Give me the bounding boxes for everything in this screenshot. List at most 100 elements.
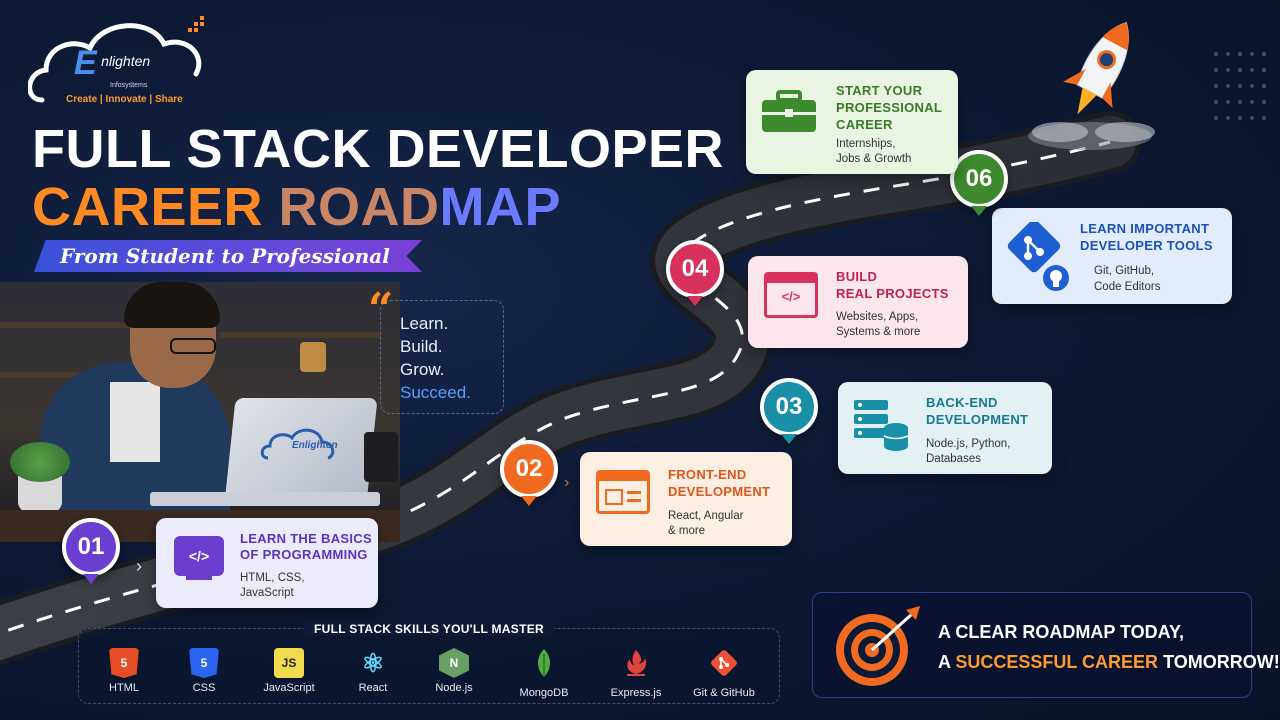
quote-line-4: Succeed. [400, 383, 471, 402]
step-06-desc-l2: Jobs & Growth [836, 153, 912, 165]
express-flame-icon [627, 650, 647, 676]
step-06-marker: 06 [950, 150, 1008, 208]
step-01-marker: 01 [62, 518, 120, 576]
html5-icon: 5 [109, 648, 139, 678]
step-05-desc-l1: Git, GitHub, [1094, 265, 1155, 277]
dots-icon [188, 16, 204, 32]
step-02-title-l1: FRONT-END [668, 467, 747, 482]
motto-line-2-a: A [938, 652, 951, 672]
step-01-desc-l1: HTML, CSS, [240, 572, 305, 584]
step-01-desc-l2: JavaScript [240, 587, 294, 599]
skill-css: 5 CSS [159, 648, 249, 694]
step-01-card: </> LEARN THE BASICS OF PROGRAMMING HTML… [156, 518, 378, 608]
cloud-icon [28, 23, 202, 103]
subtitle-ribbon [34, 240, 422, 272]
logo-brand-initial: E [74, 44, 97, 82]
skill-react-label: React [358, 682, 388, 694]
step-02-marker: 02 [500, 440, 558, 498]
company-logo [28, 14, 218, 110]
student-photo: Enlighten [0, 282, 400, 542]
motto-line-2-b: TOMORROW! [1163, 652, 1280, 672]
step-01-marker-tail [83, 574, 99, 584]
step-03-title-l1: BACK-END [926, 395, 998, 410]
laptop-cloud-logo-icon [260, 428, 335, 460]
skill-nodejs: N Node.js [409, 648, 499, 694]
step-06-title-l3: CAREER [836, 117, 893, 132]
skill-html-label: HTML [109, 682, 139, 694]
quote-line-3: Grow. [400, 360, 445, 379]
step-03-marker: 03 [760, 378, 818, 436]
step-06-desc-l1: Internships, [836, 138, 896, 150]
page-title-line1: FULL STACK DEVELOPER [32, 119, 725, 179]
motto-line-1: A CLEAR ROADMAP TODAY, [938, 622, 1185, 642]
target-icon [836, 606, 920, 686]
skill-javascript-label: JavaScript [263, 682, 315, 694]
quote-line-2: Build. [400, 337, 443, 356]
logo-tagline: Create | Innovate | Share [66, 94, 183, 105]
step-06-title-l2: PROFESSIONAL [836, 100, 943, 115]
git-icon [1007, 222, 1069, 291]
step-02-title-l2: DEVELOPMENT [668, 484, 771, 499]
step-02-marker-tail [521, 496, 537, 506]
quote-line-1: Learn. [400, 314, 449, 333]
skill-mongodb: MongoDB [499, 648, 589, 699]
step-06-card: START YOUR PROFESSIONAL CAREER Internshi… [746, 70, 958, 174]
react-icon: ⚛ [361, 647, 385, 678]
git-logo-icon [711, 650, 737, 676]
motto-highlight: SUCCESSFUL CAREER [955, 652, 1159, 672]
step-03-card: BACK-END DEVELOPMENT Node.js, Python, Da… [838, 382, 1052, 474]
skill-express-label: Express.js [610, 687, 662, 699]
step-04-marker: 04 [666, 240, 724, 298]
step-03-desc-l2: Databases [926, 453, 981, 465]
browser-window-icon [596, 470, 650, 514]
step-02-card: FRONT-END DEVELOPMENT React, Angular & m… [580, 452, 792, 546]
skill-git-label: Git & GitHub [693, 687, 755, 699]
skill-javascript: JS JavaScript [244, 648, 334, 694]
step-04-marker-tail [687, 296, 703, 306]
step-02-desc-l1: React, Angular [668, 510, 744, 522]
rocket-icon [1063, 21, 1129, 115]
step-03-title-l2: DEVELOPMENT [926, 412, 1029, 427]
quote-box [380, 300, 504, 414]
nodejs-icon: N [439, 648, 469, 678]
title-word-road: ROAD [278, 177, 440, 237]
javascript-icon: JS [274, 648, 304, 678]
step-05-card: LEARN IMPORTANT DEVELOPER TOOLS Git, Git… [992, 208, 1232, 304]
step-06-marker-tail [971, 206, 987, 216]
skills-title-wrap: FULL STACK SKILLS YOU'LL MASTER [78, 620, 780, 638]
dots-pattern-icon [1214, 52, 1266, 120]
skills-title: FULL STACK SKILLS YOU'LL MASTER [304, 622, 554, 636]
subtitle-text: From Student to Professional [60, 244, 390, 268]
step-01-arrow-icon: › [136, 556, 142, 576]
step-04-card: </> BUILD REAL PROJECTS Websites, Apps, … [748, 256, 968, 348]
quote-mark-icon: “ [368, 284, 394, 335]
logo-brand: E nlighten [74, 44, 150, 83]
skill-nodejs-label: Node.js [435, 682, 473, 694]
step-03-marker-tail [781, 434, 797, 444]
step-05-title-l1: LEARN IMPORTANT [1080, 221, 1210, 236]
skill-express: Express.js [591, 648, 681, 699]
code-monitor-icon: </> [174, 536, 224, 576]
skill-css-label: CSS [192, 682, 216, 694]
skill-html: 5 HTML [79, 648, 169, 694]
logo-subtitle: Infosystems [110, 82, 148, 89]
logo-brand-rest: nlighten [101, 53, 151, 69]
mongodb-leaf-icon [537, 649, 551, 677]
database-server-icon [854, 400, 909, 451]
title-word-career: CAREER [32, 177, 264, 237]
step-01-title-l2: OF PROGRAMMING [240, 547, 368, 562]
laptop-logo-text: Enlighten [292, 440, 338, 451]
step-02-desc-l2: & more [668, 525, 706, 537]
skill-git: Git & GitHub [679, 648, 769, 699]
step-06-title-l1: START YOUR [836, 83, 923, 98]
step-05-title-l2: DEVELOPER TOOLS [1080, 238, 1213, 253]
step-02-arrow-icon: › [564, 474, 570, 491]
step-04-title-l2: REAL PROJECTS [836, 286, 949, 301]
step-05-desc-l2: Code Editors [1094, 281, 1161, 293]
step-04-desc-l1: Websites, Apps, [836, 311, 919, 323]
skill-react: ⚛ React [328, 647, 418, 695]
step-04-title-l1: BUILD [836, 269, 878, 284]
css3-icon: 5 [189, 648, 219, 678]
title-word-map: MAP [439, 177, 562, 237]
step-04-desc-l2: Systems & more [836, 326, 921, 338]
